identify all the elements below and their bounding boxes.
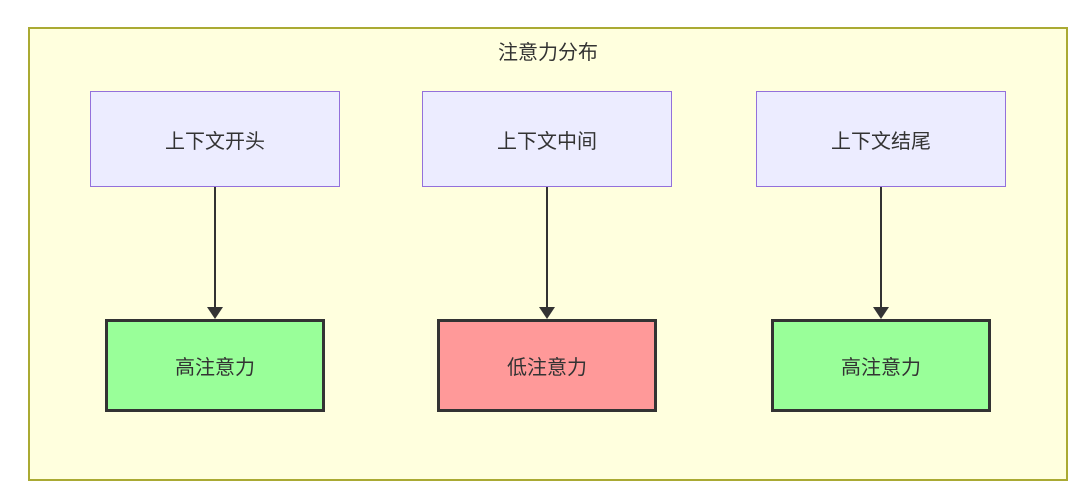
source-node: 上下文开头 xyxy=(90,91,340,187)
arrow-down xyxy=(207,187,223,319)
arrow-down xyxy=(539,187,555,319)
arrow-line xyxy=(880,187,882,307)
column-context-start: 上下文开头 高注意力 xyxy=(90,91,340,412)
arrow-line xyxy=(214,187,216,307)
arrow-down xyxy=(873,187,889,319)
column-context-end: 上下文结尾 高注意力 xyxy=(756,91,1006,412)
arrow-head-icon xyxy=(873,307,889,319)
result-node-label: 高注意力 xyxy=(841,357,921,379)
source-node-label: 上下文结尾 xyxy=(831,130,931,153)
arrow-line xyxy=(546,187,548,307)
arrow-head-icon xyxy=(207,307,223,319)
result-node: 高注意力 xyxy=(105,319,325,412)
result-node: 低注意力 xyxy=(437,319,657,412)
source-node-label: 上下文开头 xyxy=(165,130,265,153)
source-node: 上下文结尾 xyxy=(756,91,1006,187)
result-node-label: 低注意力 xyxy=(507,357,587,379)
column-context-middle: 上下文中间 低注意力 xyxy=(422,91,672,412)
result-node-label: 高注意力 xyxy=(175,357,255,379)
arrow-head-icon xyxy=(539,307,555,319)
source-node-label: 上下文中间 xyxy=(497,130,597,153)
result-node: 高注意力 xyxy=(771,319,991,412)
source-node: 上下文中间 xyxy=(422,91,672,187)
diagram-title: 注意力分布 xyxy=(498,42,598,64)
subgraph-container: 注意力分布 上下文开头 高注意力 上下文中间 低注意力 xyxy=(28,27,1068,481)
